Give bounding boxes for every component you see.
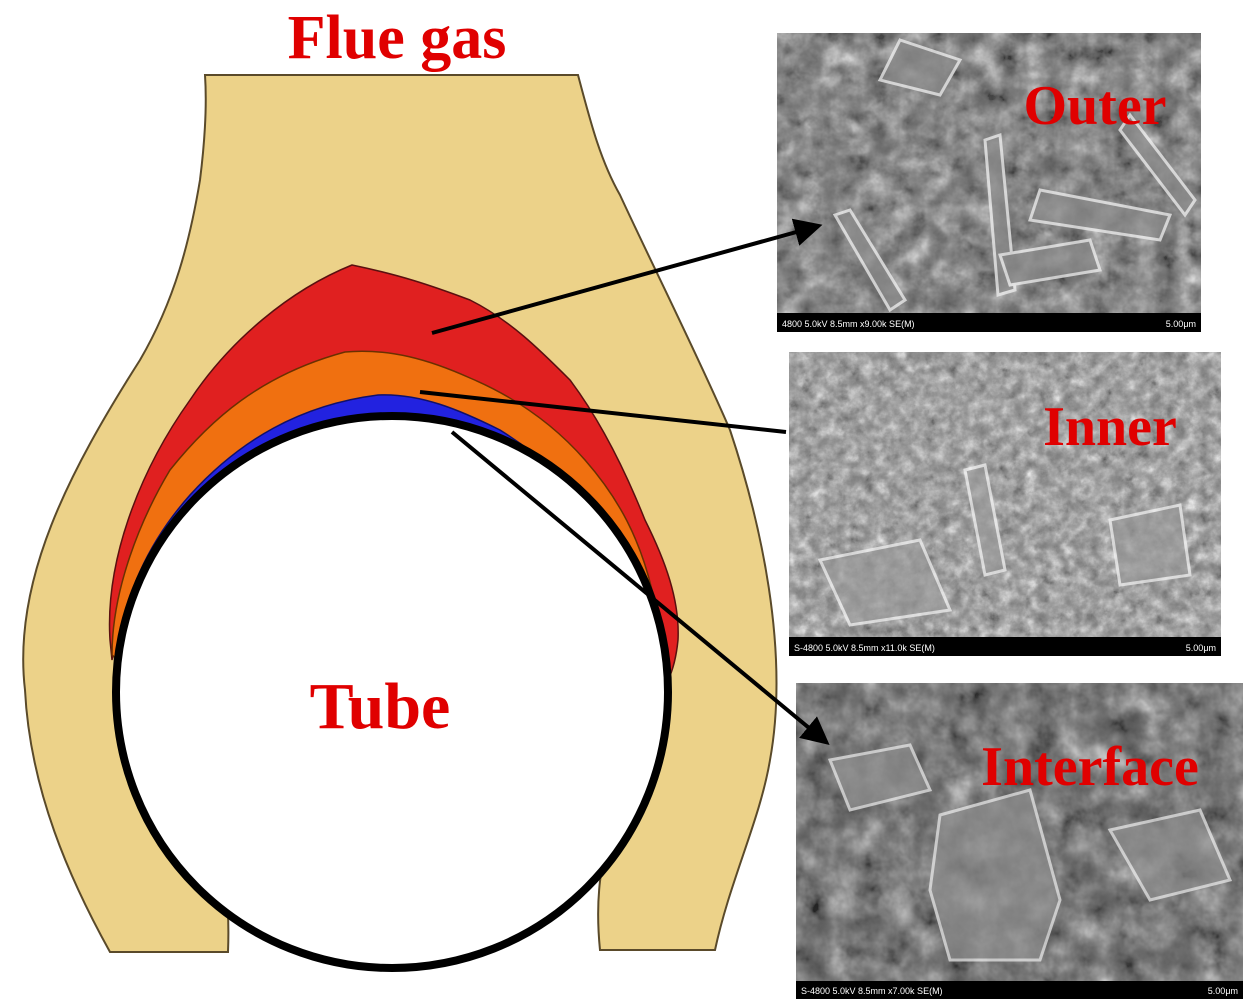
- interface-micrograph-scale: 5.00μm: [1208, 986, 1238, 996]
- inner-label: Inner: [1043, 396, 1177, 458]
- interface-pointer-arrow: [450, 430, 830, 745]
- outer-micrograph-info: 4800 5.0kV 8.5mm x9.00k SE(M): [782, 319, 915, 329]
- interface-micrograph-info: S-4800 5.0kV 8.5mm x7.00k SE(M): [801, 986, 943, 996]
- outer-micrograph: 4800 5.0kV 8.5mm x9.00k SE(M) 5.00μm Out…: [777, 33, 1201, 332]
- inner-micrograph: S-4800 5.0kV 8.5mm x11.0k SE(M) 5.00μm I…: [789, 352, 1221, 656]
- inner-micrograph-scale: 5.00μm: [1186, 643, 1216, 653]
- outer-micrograph-scale: 5.00μm: [1166, 319, 1196, 329]
- inner-micrograph-info: S-4800 5.0kV 8.5mm x11.0k SE(M): [794, 643, 935, 653]
- tube: [112, 412, 672, 972]
- outer-pointer-arrow: [431, 218, 823, 335]
- interface-label: Interface: [981, 736, 1199, 798]
- outer-label: Outer: [1023, 75, 1166, 137]
- flue-gas-label: Flue gas: [288, 4, 507, 72]
- interface-micrograph: S-4800 5.0kV 8.5mm x7.00k SE(M) 5.00μm I…: [796, 683, 1243, 999]
- inner-pointer-arrow: [419, 390, 787, 434]
- tube-label: Tube: [310, 670, 451, 743]
